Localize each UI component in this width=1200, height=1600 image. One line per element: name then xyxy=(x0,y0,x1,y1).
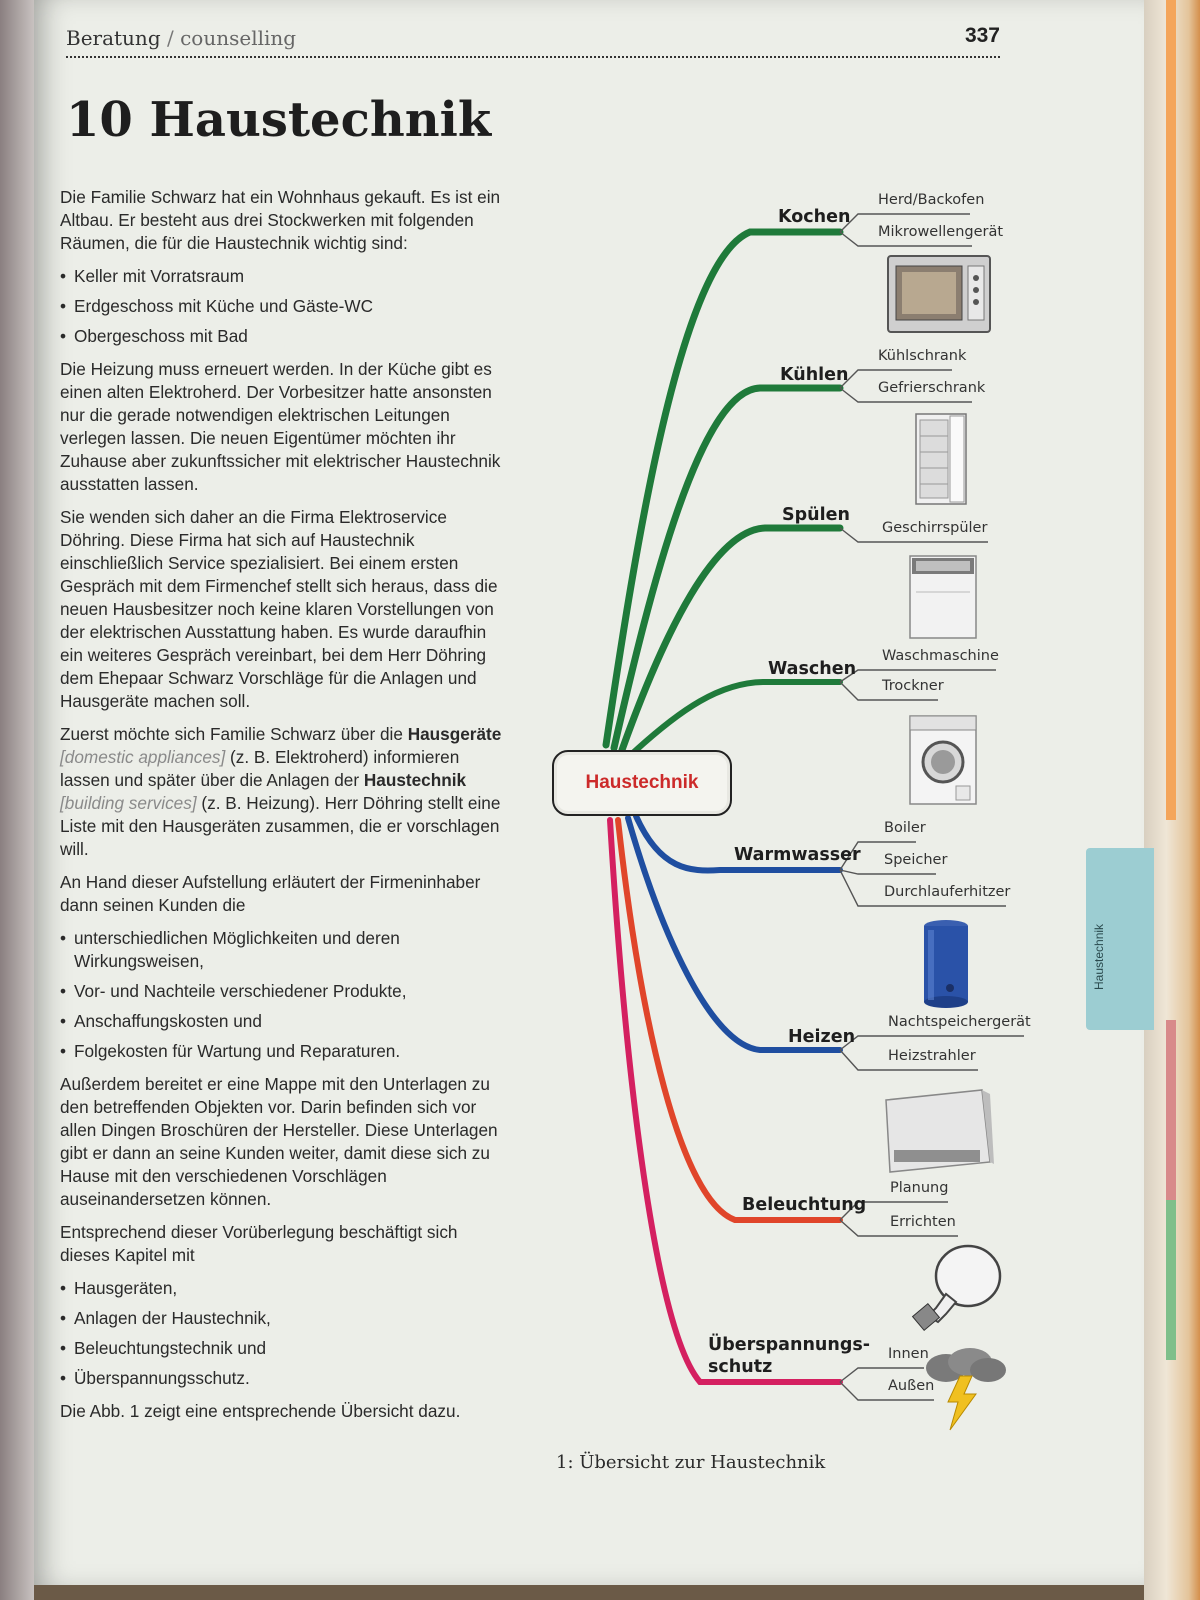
figure-caption: 1: Übersicht zur Haustechnik xyxy=(556,1452,826,1473)
term-translation: [domestic appliances] xyxy=(60,747,226,767)
branch-curve-kuehlen xyxy=(610,384,844,752)
paragraph-4: Zuerst möchte sich Familie Schwarz über … xyxy=(60,723,506,861)
branch-curve-heizen xyxy=(625,815,843,1053)
paragraph-8: Die Abb. 1 zeigt eine entsprechende Über… xyxy=(60,1401,461,1421)
branch-curve-spuelen xyxy=(618,524,844,754)
mindmap-diagram: Haustechnik Kochen Herd/Backofen Mikrowe… xyxy=(540,170,1050,1440)
leaf-aussen: Außen xyxy=(888,1378,935,1394)
leaf-boiler: Boiler xyxy=(884,820,926,836)
branch-label-warmwasser: Warmwasser xyxy=(734,845,861,865)
leaf-herd: Herd/Backofen xyxy=(878,192,985,208)
boiler-icon xyxy=(924,920,968,1008)
branch-curve-ueberspannung xyxy=(607,817,843,1385)
branch-label-line: schutz xyxy=(708,1357,773,1377)
text-run: (z. B. Elektroherd) informieren lassen u… xyxy=(60,747,460,790)
leaf-planung: Planung xyxy=(890,1180,949,1196)
branch-curve-beleuchtung xyxy=(615,817,843,1223)
list-item: Anlagen der Haustechnik, xyxy=(60,1307,506,1330)
mindmap-branches xyxy=(602,213,1024,1431)
branch-label-ueberspannungsschutz: Überspannungs- schutz xyxy=(708,1334,870,1378)
text-run: (z. B. Heizung). Herr Döhring stellt ein… xyxy=(60,793,501,859)
adjacent-page-edge xyxy=(0,0,34,1600)
chapter-title: 10 Haustechnik xyxy=(66,92,492,148)
list-item: Hausgeräten, xyxy=(60,1277,506,1300)
branch-curve-warmwasser xyxy=(633,813,843,874)
branch-label-waschen: Waschen xyxy=(768,659,857,679)
edge-marker-red xyxy=(1166,1020,1176,1200)
list-item: Anschaffungskosten und xyxy=(60,1010,506,1033)
branch-label-line: Überspannungs- xyxy=(708,1335,871,1355)
section-separator: / xyxy=(166,26,174,50)
branch-label-heizen: Heizen xyxy=(788,1027,856,1047)
light-bulb-icon xyxy=(911,1244,1002,1332)
leaf-trockner: Trockner xyxy=(882,678,944,694)
body-text: Die Familie Schwarz hat ein Wohnhaus gek… xyxy=(60,186,506,1433)
leaf-mikrowelle: Mikrowellengerät xyxy=(878,224,1004,240)
paragraph-7: Entsprechend dieser Vorüberlegung beschä… xyxy=(60,1222,458,1265)
branch-curve-waschen xyxy=(631,679,843,755)
page-number: 337 xyxy=(964,24,1000,47)
room-list: Keller mit Vorratsraum Erdgeschoss mit K… xyxy=(60,265,506,348)
section-label: Beratung xyxy=(66,26,161,50)
chapter-topics-list: Hausgeräten, Anlagen der Haustechnik, Be… xyxy=(60,1277,506,1390)
paragraph-6: Außerdem bereitet er eine Mappe mit den … xyxy=(60,1074,498,1209)
leaf-nachtspeicher: Nachtspeichergerät xyxy=(888,1014,1031,1030)
paragraph-2: Die Heizung muss erneuert werden. In der… xyxy=(60,359,501,494)
branch-label-beleuchtung: Beleuchtung xyxy=(742,1195,867,1215)
edge-marker-green xyxy=(1166,1200,1176,1360)
list-item: Überspannungsschutz. xyxy=(60,1367,506,1390)
paragraph-3: Sie wenden sich daher an die Firma Elekt… xyxy=(60,507,498,711)
list-item: Folgekosten für Wartung und Reparaturen. xyxy=(60,1040,506,1063)
section-title: Beratung / counselling xyxy=(66,26,296,50)
leaf-kuehlschrank: Kühlschrank xyxy=(878,348,967,364)
washing-machine-icon xyxy=(909,715,977,805)
list-item: Obergeschoss mit Bad xyxy=(60,325,506,348)
text-run: Zuerst möchte sich Familie Schwarz über … xyxy=(60,724,408,744)
leaf-connectors xyxy=(839,213,1024,1401)
branch-label-kochen: Kochen xyxy=(778,207,851,227)
leaf-innen: Innen xyxy=(888,1346,929,1362)
side-tab-label: Haustechnik xyxy=(1092,923,1106,990)
leaf-heizstrahler: Heizstrahler xyxy=(888,1048,976,1064)
term-translation: [building services] xyxy=(60,793,197,813)
leaf-waschmaschine: Waschmaschine xyxy=(882,648,999,664)
branch-curve-kochen xyxy=(602,228,844,749)
edge-marker-orange xyxy=(1166,0,1176,820)
branch-label-kuehlen: Kühlen xyxy=(780,365,849,385)
paragraph-1: Die Familie Schwarz hat ein Wohnhaus gek… xyxy=(60,187,501,253)
dishwasher-icon xyxy=(909,555,977,639)
leaf-durchlauferhitzer: Durchlauferhitzer xyxy=(884,884,1011,900)
section-label-en: counselling xyxy=(180,26,297,50)
branch-label-spuelen: Spülen xyxy=(782,505,850,525)
leaf-errichten: Errichten xyxy=(890,1214,956,1230)
microwave-icon xyxy=(887,255,991,333)
heater-icon xyxy=(885,1089,994,1173)
explanation-list: unterschiedlichen Möglichkeiten und dere… xyxy=(60,927,506,1063)
list-item: unterschiedlichen Möglichkeiten und dere… xyxy=(60,927,506,973)
list-item: Beleuchtungstechnik und xyxy=(60,1337,506,1360)
list-item: Vor- und Nachteile verschiedener Produkt… xyxy=(60,980,506,1003)
mindmap-center-node: Haustechnik xyxy=(552,750,732,816)
leaf-speicher: Speicher xyxy=(884,852,948,868)
leaf-gefrierschrank: Gefrierschrank xyxy=(878,380,986,396)
chapter-side-tab: Haustechnik xyxy=(1086,848,1154,1030)
term-haustechnik: Haustechnik xyxy=(363,770,467,790)
freezer-icon xyxy=(915,413,967,505)
term-hausgeraete: Hausgeräte xyxy=(407,724,502,744)
paragraph-5: An Hand dieser Aufstellung erläutert der… xyxy=(60,872,481,915)
list-item: Keller mit Vorratsraum xyxy=(60,265,506,288)
lightning-cloud-icon xyxy=(926,1348,1006,1431)
running-header: Beratung / counselling 337 xyxy=(66,22,1000,58)
list-item: Erdgeschoss mit Küche und Gäste-WC xyxy=(60,295,506,318)
leaf-geschirrspueler: Geschirrspüler xyxy=(882,520,988,536)
